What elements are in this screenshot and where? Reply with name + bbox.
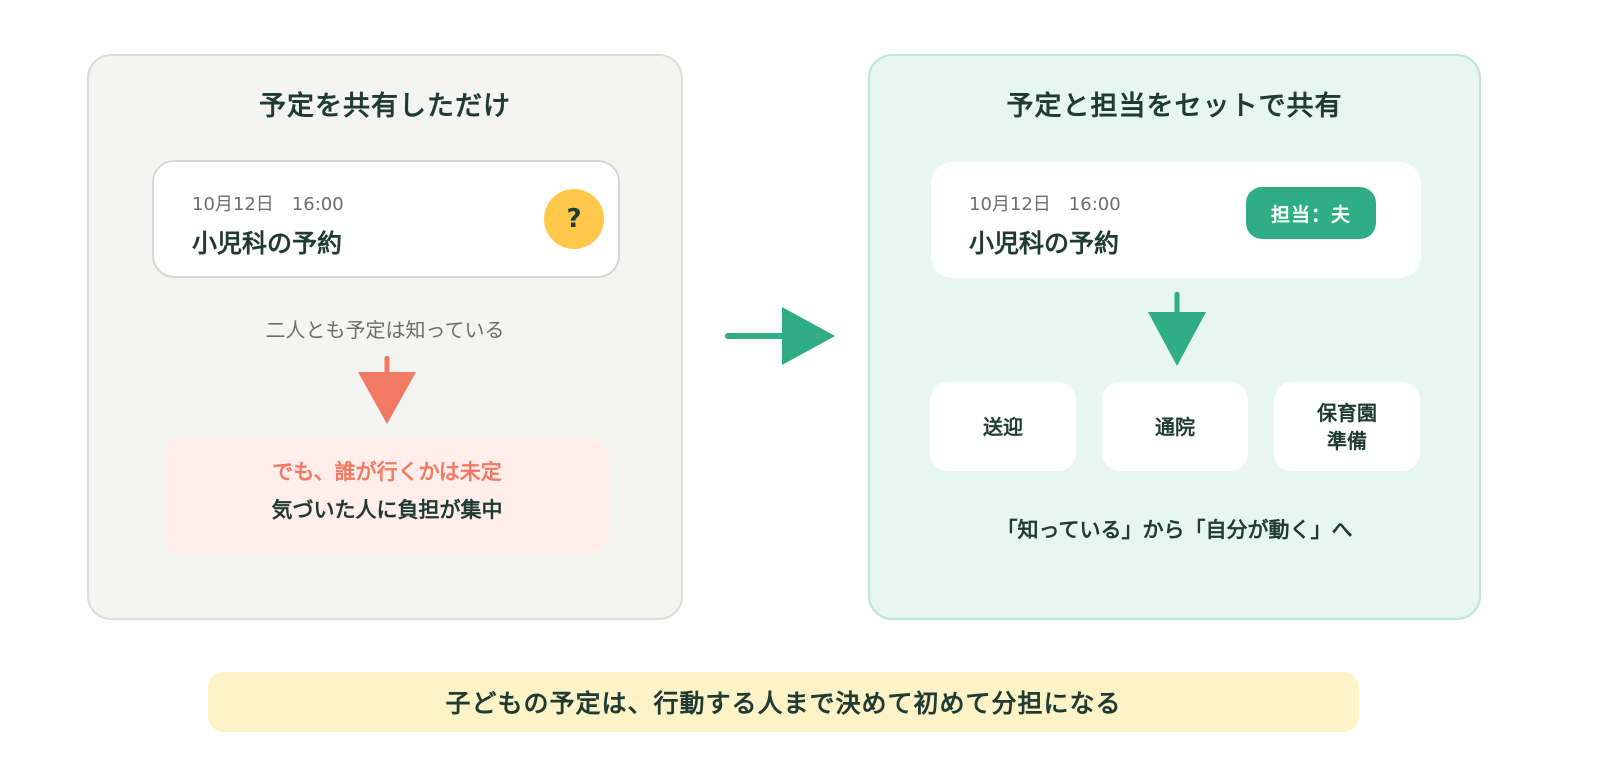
coral-down-arrow-icon [358,356,416,424]
assignee-badge: 担当：夫 [1246,187,1376,239]
outcome-burden: 気づいた人に負担が集中 [271,498,503,522]
task-label: 通院 [1155,414,1195,439]
outcome-box: でも、誰が行くかは未定 気づいた人に負担が集中 [164,438,610,554]
left-event-date: 10月12日 16:00 [192,194,344,215]
left-caption: 二人とも予定は知っている [265,318,505,342]
task-card-pickup: 送迎 [930,382,1076,471]
right-panel-title: 予定と担当をセットで共有 [1006,91,1343,122]
right-event-card: 10月12日 16:00 小児科の予約 担当：夫 [931,162,1421,278]
task-card-nursery: 保育園 準備 [1274,382,1420,471]
task-card-hospital: 通院 [1102,382,1248,471]
left-panel-title: 予定を共有しただけ [259,91,511,122]
task-label: 送迎 [983,414,1023,439]
task-label: 保育園 準備 [1317,400,1377,453]
right-arrow-icon [725,307,835,365]
left-event-card: 10月12日 16:00 小児科の予約 ? [152,160,620,278]
right-event-date: 10月12日 16:00 [969,194,1121,215]
right-panel: 予定と担当をセットで共有 10月12日 16:00 小児科の予約 担当：夫 送迎… [868,54,1481,620]
left-event-title: 小児科の予約 [192,229,343,258]
right-event-title: 小児科の予約 [969,229,1120,258]
right-caption: 「知っている」から「自分が動く」へ [996,518,1353,542]
outcome-warning: でも、誰が行くかは未定 [272,460,502,484]
green-down-arrow-icon [1148,292,1206,366]
question-badge: ? [544,189,604,249]
left-panel: 予定を共有しただけ 10月12日 16:00 小児科の予約 ? 二人とも予定は知… [87,54,683,620]
conclusion-banner: 子どもの予定は、行動する人まで決めて初めて分担になる [208,672,1359,732]
